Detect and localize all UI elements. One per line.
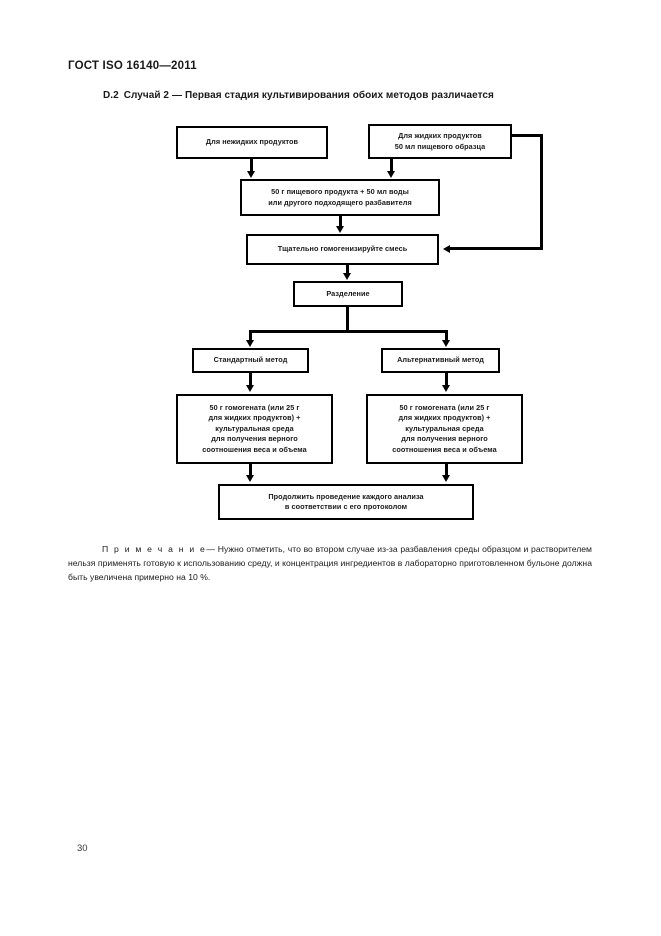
flowchart-diagram: Для нежидких продуктов Для жидких продук… — [176, 124, 543, 520]
node-line: или другого подходящего разбавителя — [268, 197, 412, 207]
connector-bus-to-alternative — [445, 330, 448, 341]
arrowhead-icon — [246, 340, 254, 347]
arrowhead-icon — [246, 475, 254, 482]
node-line: для получения верного — [211, 434, 298, 444]
arrowhead-icon — [443, 245, 450, 253]
arrowhead-icon — [246, 385, 254, 392]
note-text: Нужно отметить, что во втором случае из-… — [68, 544, 592, 582]
connector-standard-medium-to-final — [249, 464, 252, 476]
arrowhead-icon — [336, 226, 344, 233]
arrowhead-icon — [343, 273, 351, 280]
node-line: 50 г гомогената (или 25 г — [399, 403, 490, 413]
arrowhead-icon — [442, 475, 450, 482]
note-lead: П р и м е ч а н и е — [102, 544, 207, 554]
flow-node-final: Продолжить проведение каждого анализа в … — [218, 484, 474, 520]
connector-standard-to-medium — [249, 373, 252, 386]
connector-feedback-right — [540, 134, 543, 249]
section-dash: — — [171, 90, 183, 101]
page-number: 30 — [77, 843, 88, 854]
node-line: Альтернативный метод — [397, 355, 484, 365]
flow-node-alternative-medium: 50 г гомогената (или 25 г для жидких про… — [366, 394, 523, 464]
arrowhead-icon — [442, 340, 450, 347]
standard-header: ГОСТ ISO 16140—2011 — [68, 60, 197, 72]
node-line: Стандартный метод — [213, 355, 288, 365]
node-line: в соответствии с его протоколом — [284, 502, 408, 511]
arrowhead-icon — [247, 171, 255, 178]
node-line: Для нежидких продуктов — [205, 137, 299, 147]
node-line: Тщательно гомогенизируйте смесь — [277, 244, 408, 254]
node-line: для получения верного — [401, 434, 488, 444]
node-line: соотношения веса и объема — [202, 444, 307, 454]
flow-node-dilute: 50 г пищевого продукта + 50 мл воды или … — [240, 179, 440, 216]
node-line: культуральная среда — [405, 423, 484, 433]
node-line: 50 мл пищевого образца — [394, 141, 486, 151]
connector-liquid-to-dilute — [390, 159, 393, 172]
section-title: Первая стадия культивирования обоих мето… — [185, 90, 494, 101]
connector-split-stem — [346, 307, 349, 332]
node-line: для жидких продуктов) + — [208, 413, 301, 423]
section-number: D.2 — [103, 90, 119, 101]
connector-bus-to-standard — [249, 330, 252, 341]
flow-node-split: Разделение — [293, 281, 403, 307]
flow-node-alternative-method: Альтернативный метод — [381, 348, 500, 373]
node-line: 50 г гомогената (или 25 г — [209, 403, 300, 413]
node-line: Разделение — [326, 288, 370, 298]
connector-alternative-to-medium — [445, 373, 448, 386]
connector-solid-to-dilute — [250, 159, 253, 172]
flow-node-standard-method: Стандартный метод — [192, 348, 309, 373]
connector-branch-bus — [249, 330, 448, 333]
node-line: соотношения веса и объема — [392, 444, 497, 454]
flow-node-solid-products: Для нежидких продуктов — [176, 126, 328, 159]
note-dash: — — [206, 544, 216, 554]
node-line: Продолжить проведение каждого анализа — [268, 491, 424, 501]
section-label: Случай 2 — [123, 90, 169, 101]
connector-homogenize-to-split — [346, 265, 349, 274]
section-heading: D.2 Случай 2—Первая стадия культивировани… — [103, 90, 494, 101]
node-line: для жидких продуктов) + — [398, 413, 491, 423]
arrowhead-icon — [442, 385, 450, 392]
connector-feedback-top — [510, 134, 543, 137]
note-paragraph: П р и м е ч а н и е— Нужно отметить, что… — [68, 543, 592, 585]
node-line: 50 г пищевого продукта + 50 мл воды — [271, 187, 409, 197]
flow-node-liquid-products: Для жидких продуктов 50 мл пищевого обра… — [368, 124, 512, 159]
connector-feedback-bottom — [450, 247, 543, 250]
node-line: культуральная среда — [215, 423, 294, 433]
connector-alternative-medium-to-final — [445, 464, 448, 476]
flow-node-standard-medium: 50 г гомогената (или 25 г для жидких про… — [176, 394, 333, 464]
arrowhead-icon — [387, 171, 395, 178]
flow-node-homogenize: Тщательно гомогенизируйте смесь — [246, 234, 439, 265]
node-line: Для жидких продуктов — [398, 131, 482, 141]
connector-dilute-to-homogenize — [339, 216, 342, 227]
